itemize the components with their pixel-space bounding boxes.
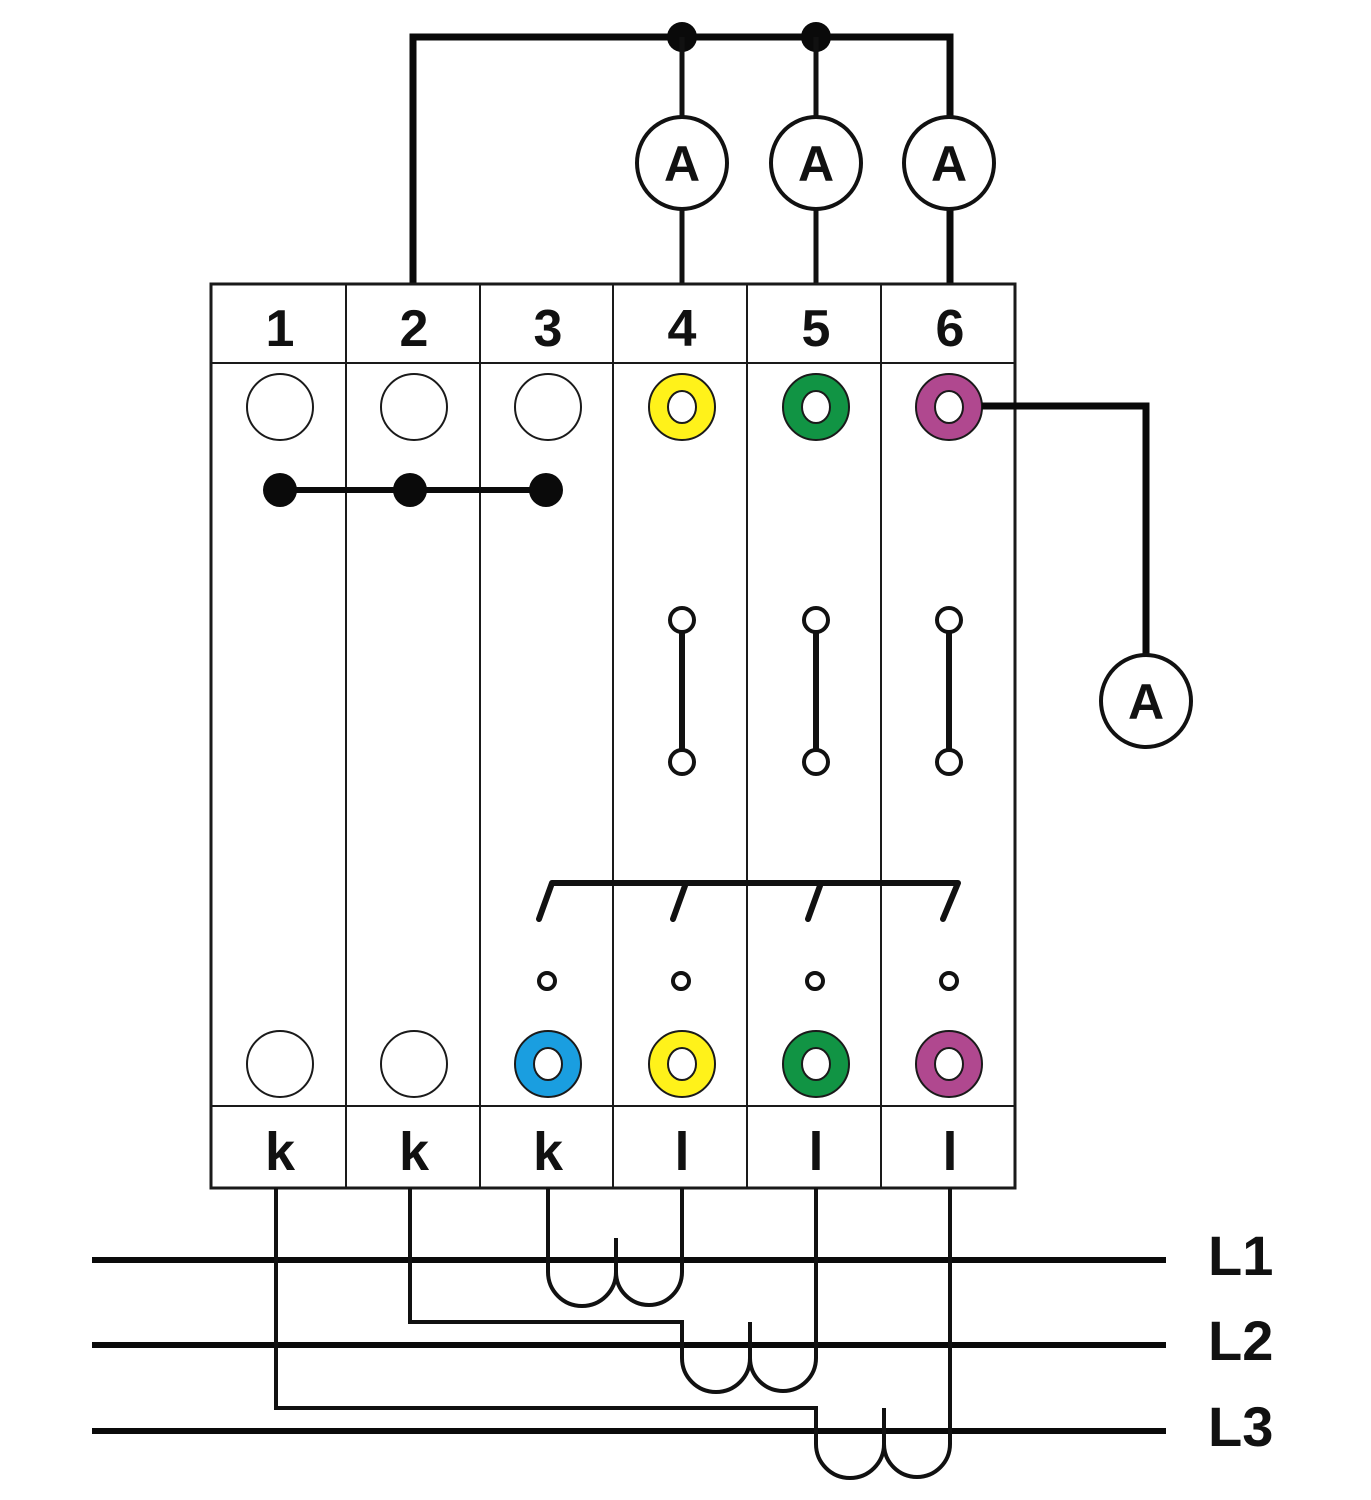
socket-hole xyxy=(934,1047,964,1081)
disconnect-link-5[interactable] xyxy=(802,606,830,776)
bottom-test-socket-5[interactable] xyxy=(782,1030,850,1098)
bottom-test-socket-2[interactable] xyxy=(380,1030,448,1098)
ct-L3 xyxy=(274,1188,952,1480)
socket-ring xyxy=(514,373,582,441)
bottom-test-sockets xyxy=(246,1030,983,1098)
ammeter-label: A xyxy=(1128,674,1164,730)
switch-contact xyxy=(537,971,557,991)
phase-label-L1: L1 xyxy=(1208,1224,1273,1287)
top-test-socket-6[interactable] xyxy=(915,373,983,441)
switch-blade xyxy=(805,880,824,922)
ammeter-circle xyxy=(1099,653,1193,749)
socket-hole xyxy=(533,1047,563,1081)
ammeter-circle xyxy=(635,115,729,211)
socket-hole xyxy=(667,390,697,424)
terminal-block: 1 2 3 4 5 6 k k k l l l xyxy=(209,282,1017,1190)
socket-hole xyxy=(667,1047,697,1081)
terminal-label-l: l xyxy=(674,1122,689,1182)
top-test-socket-3[interactable] xyxy=(514,373,582,441)
terminal-label-k: k xyxy=(265,1122,296,1182)
terminal-number-3: 3 xyxy=(534,300,563,358)
socket-hole xyxy=(801,390,831,424)
ammeter-label: A xyxy=(931,136,967,192)
socket-hole xyxy=(934,390,964,424)
link-contact xyxy=(802,606,830,634)
switch-contact xyxy=(805,971,825,991)
bridge-dot xyxy=(263,473,297,507)
ammeter-label: A xyxy=(664,136,700,192)
socket-hole xyxy=(801,1047,831,1081)
link-contact xyxy=(668,606,696,634)
switch-bar xyxy=(536,880,961,922)
bottom-test-socket-6[interactable] xyxy=(915,1030,983,1098)
shorting-switch[interactable] xyxy=(536,880,961,991)
ammeter-circle xyxy=(769,115,863,211)
terminal-label-l: l xyxy=(942,1122,957,1182)
switch-blade xyxy=(670,880,689,922)
disconnect-link-4[interactable] xyxy=(668,606,696,776)
socket-ring xyxy=(246,373,314,441)
bridge-dot xyxy=(529,473,563,507)
top-test-socket-2[interactable] xyxy=(380,373,448,441)
side-ammeter-wire xyxy=(982,402,1150,655)
terminal-number-6: 6 xyxy=(936,300,965,358)
side-ammeter: A xyxy=(982,402,1193,749)
terminal-number-2: 2 xyxy=(400,300,429,358)
phase-label-L3: L3 xyxy=(1208,1395,1273,1458)
terminal-number-1: 1 xyxy=(266,300,295,358)
bottom-test-socket-1[interactable] xyxy=(246,1030,314,1098)
socket-ring xyxy=(380,373,448,441)
ammeter-label: A xyxy=(798,136,834,192)
link-contact xyxy=(935,748,963,776)
terminal-label-k: k xyxy=(399,1122,430,1182)
ct-wiring xyxy=(274,1188,952,1480)
link-contact xyxy=(802,748,830,776)
bridge-dot xyxy=(393,473,427,507)
top-test-sockets xyxy=(246,373,983,441)
disconnect-link-6[interactable] xyxy=(935,606,963,776)
top-test-socket-5[interactable] xyxy=(782,373,850,441)
ct-L2 xyxy=(408,1188,818,1394)
switch-contact xyxy=(671,971,691,991)
terminal-number-5: 5 xyxy=(802,300,831,358)
top-test-socket-4[interactable] xyxy=(648,373,716,441)
ammeter-3: A xyxy=(902,115,996,211)
socket-ring xyxy=(380,1030,448,1098)
switch-contact xyxy=(939,971,959,991)
ammeter-circle xyxy=(902,115,996,211)
ct-L1 xyxy=(546,1188,684,1308)
phase-lines: L1 L2 L3 xyxy=(92,1224,1273,1458)
ct-coil-L3 xyxy=(274,1188,952,1480)
terminal-label-l: l xyxy=(808,1122,823,1182)
socket-ring xyxy=(246,1030,314,1098)
ammeter-2: A xyxy=(769,115,863,211)
terminal-number-4: 4 xyxy=(668,300,697,358)
link-contact xyxy=(668,748,696,776)
top-test-socket-1[interactable] xyxy=(246,373,314,441)
terminal-label-k: k xyxy=(533,1122,564,1182)
link-contact xyxy=(935,606,963,634)
bottom-test-socket-4[interactable] xyxy=(648,1030,716,1098)
ct-coil-L2 xyxy=(408,1188,818,1394)
bottom-test-socket-3[interactable] xyxy=(514,1030,582,1098)
ammeter-1: A xyxy=(635,115,729,211)
bridge-1-2-3 xyxy=(263,473,563,507)
phase-label-L2: L2 xyxy=(1208,1309,1273,1372)
